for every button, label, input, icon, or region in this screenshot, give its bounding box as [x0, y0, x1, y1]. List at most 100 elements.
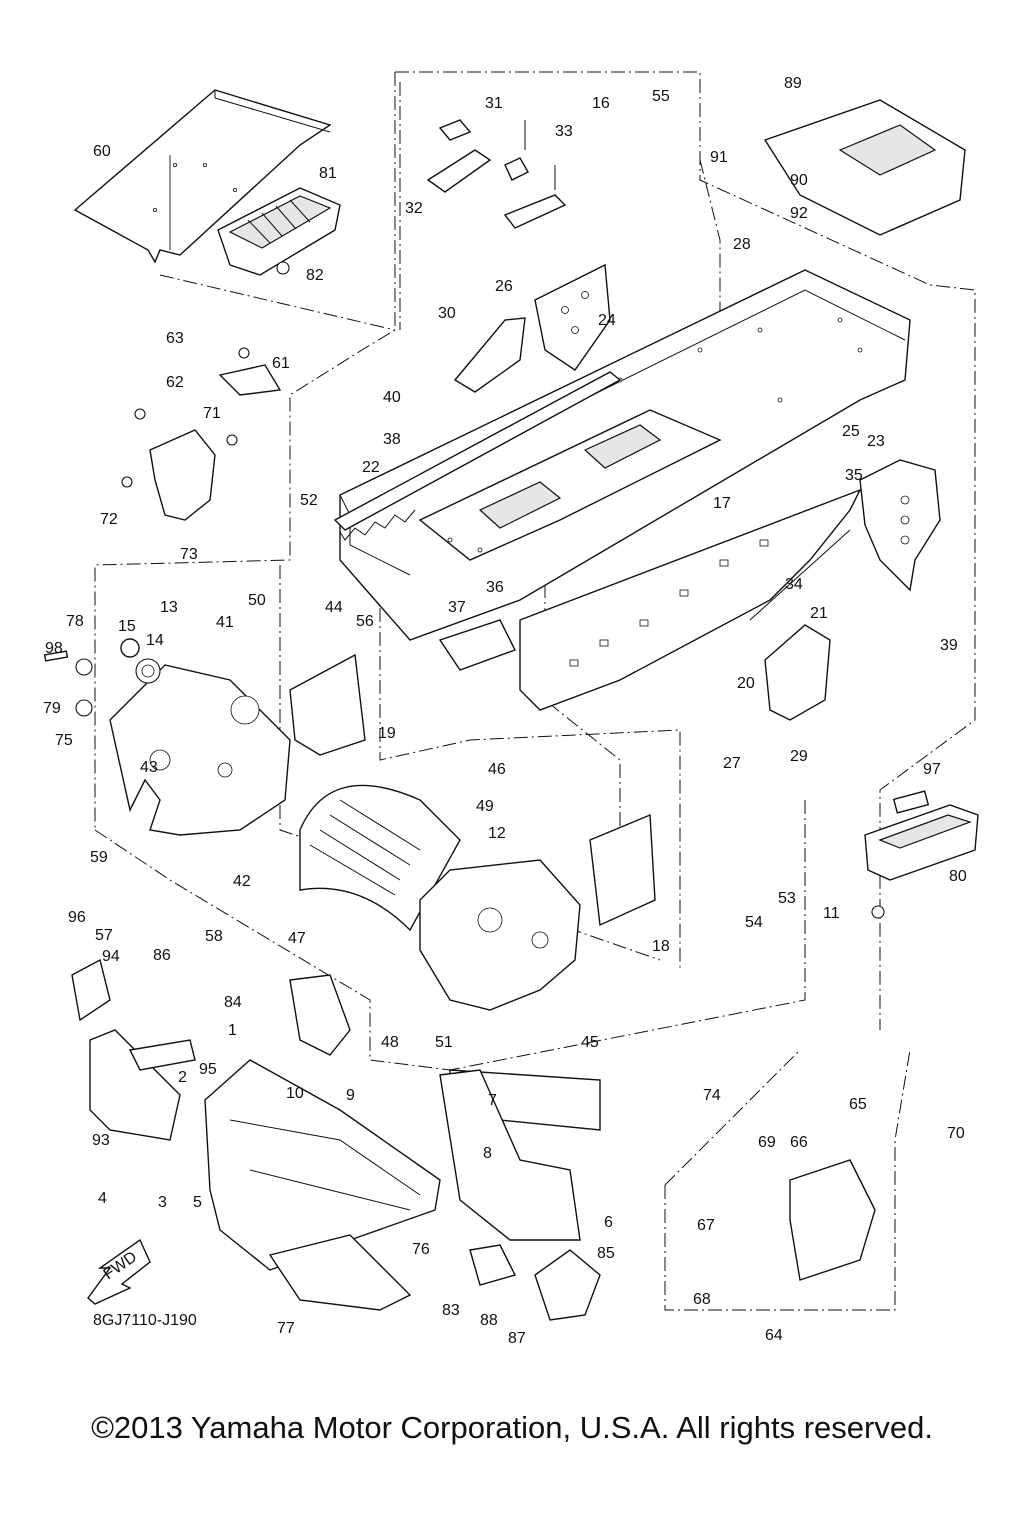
callout-57: 57 [95, 927, 113, 944]
callout-14: 14 [146, 632, 164, 649]
callout-7: 7 [488, 1092, 497, 1109]
part-18-plate [589, 813, 656, 927]
callout-5: 5 [193, 1194, 202, 1211]
callout-40: 40 [383, 389, 401, 406]
callout-91: 91 [710, 149, 728, 166]
callout-94: 94 [102, 948, 120, 965]
callout-47: 47 [288, 930, 306, 947]
callout-21: 21 [810, 605, 828, 622]
callout-30: 30 [438, 305, 456, 322]
part-76-skid-plate [268, 1234, 412, 1311]
callout-73: 73 [180, 546, 198, 563]
callout-81: 81 [319, 165, 337, 182]
callout-10: 10 [286, 1085, 304, 1102]
callout-37: 37 [448, 599, 466, 616]
callout-46: 46 [488, 761, 506, 778]
callout-59: 59 [90, 849, 108, 866]
callout-90: 90 [790, 172, 808, 189]
callout-19: 19 [378, 725, 396, 742]
callout-12: 12 [488, 825, 506, 842]
callout-60: 60 [93, 143, 111, 160]
part-30-bracket [453, 317, 526, 393]
callout-51: 51 [435, 1034, 453, 1051]
callout-93: 93 [92, 1132, 110, 1149]
callout-69: 69 [758, 1134, 776, 1151]
part-97-label [892, 790, 930, 814]
left-side-panels [71, 958, 196, 1141]
callout-42: 42 [233, 873, 251, 890]
callout-88: 88 [480, 1312, 498, 1329]
callout-34: 34 [785, 576, 803, 593]
callout-35: 35 [845, 467, 863, 484]
callout-84: 84 [224, 994, 242, 1011]
copyright-notice: ©2013 Yamaha Motor Corporation, U.S.A. A… [91, 1410, 933, 1445]
callout-27: 27 [723, 755, 741, 772]
callout-39: 39 [940, 637, 958, 654]
part-code: 8GJ7110-J190 [93, 1312, 197, 1329]
callout-74: 74 [703, 1087, 721, 1104]
callout-20: 20 [737, 675, 755, 692]
callout-11: 11 [823, 905, 840, 922]
callout-82: 82 [306, 267, 324, 284]
callout-25: 25 [842, 423, 860, 440]
part-21-side-plate [519, 488, 862, 711]
callout-41: 41 [216, 614, 234, 631]
callout-26: 26 [495, 278, 513, 295]
part-22-slide-rail [333, 371, 622, 541]
part-81-duct [217, 187, 341, 276]
part-19-plate [289, 653, 366, 756]
callout-22: 22 [362, 459, 380, 476]
callout-86: 86 [153, 947, 171, 964]
callout-89: 89 [784, 75, 802, 92]
callout-43: 43 [140, 759, 158, 776]
callout-18: 18 [652, 938, 670, 955]
callout-38: 38 [383, 431, 401, 448]
fwd-arrow-icon: FWD [87, 1238, 151, 1305]
callout-70: 70 [947, 1125, 965, 1142]
callout-13: 13 [160, 599, 178, 616]
callout-15: 15 [118, 618, 136, 635]
callout-58: 58 [205, 928, 223, 945]
part-64-bracket [789, 1159, 876, 1281]
callout-80: 80 [949, 868, 967, 885]
callout-50: 50 [248, 592, 266, 609]
callout-17: 17 [713, 495, 731, 512]
callout-55: 55 [652, 88, 670, 105]
part-1-front-frame [204, 1059, 441, 1271]
part-29-bracket [764, 624, 831, 721]
callout-45: 45 [581, 1034, 599, 1051]
callout-76: 76 [412, 1241, 430, 1258]
callout-52: 52 [300, 492, 318, 509]
callout-2: 2 [178, 1069, 187, 1086]
part-23-bracket [859, 459, 941, 592]
callout-67: 67 [697, 1217, 715, 1234]
part-9-bracket [289, 974, 351, 1056]
callout-23: 23 [867, 433, 885, 450]
callout-1: 1 [228, 1022, 237, 1039]
part-62-bracket [218, 347, 282, 396]
group-outlines [94, 71, 976, 1311]
callout-36: 36 [486, 579, 504, 596]
callout-87: 87 [508, 1330, 526, 1347]
callout-28: 28 [733, 236, 751, 253]
part-89-rear-flap [763, 99, 966, 236]
part-85-housing [469, 1244, 601, 1321]
callout-16: 16 [592, 95, 610, 112]
callout-44: 44 [325, 599, 343, 616]
callout-53: 53 [778, 890, 796, 907]
callout-31: 31 [485, 95, 503, 112]
part-6-bracket [439, 1069, 581, 1241]
callout-64: 64 [765, 1327, 783, 1344]
callout-98: 98 [45, 640, 63, 657]
callout-77: 77 [277, 1320, 295, 1337]
callout-32: 32 [405, 200, 423, 217]
callout-8: 8 [483, 1145, 492, 1162]
part-26-bracket [534, 263, 611, 371]
callout-85: 85 [597, 1245, 615, 1262]
callout-71: 71 [203, 405, 221, 422]
part-12-frame-plate [419, 859, 581, 1011]
callout-83: 83 [442, 1302, 460, 1319]
callout-79: 79 [43, 700, 61, 717]
callout-3: 3 [158, 1194, 167, 1211]
